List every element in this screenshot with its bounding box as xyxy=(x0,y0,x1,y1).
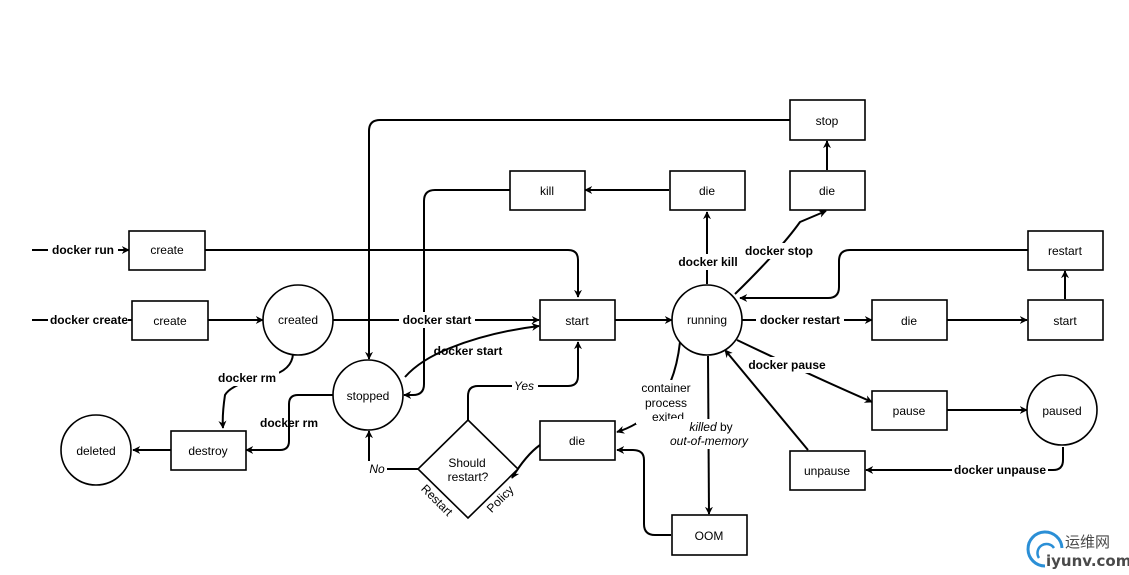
label-bg xyxy=(512,378,538,394)
label-docker-restart: docker restart xyxy=(760,313,840,327)
label-bg xyxy=(367,461,387,477)
node-die-exit: die xyxy=(539,420,616,461)
edge-oom-die xyxy=(616,446,671,536)
node-die-restart: die xyxy=(871,299,948,341)
label-docker-start-stopped: docker start xyxy=(434,344,503,358)
node-destroy: destroy xyxy=(170,430,247,471)
state-created-circle xyxy=(262,284,334,356)
edge-labels: docker run docker create docker start do… xyxy=(50,243,1048,519)
state-paused-circle xyxy=(1026,374,1098,446)
node-start-main: start xyxy=(539,299,616,341)
node-create-create: create xyxy=(131,300,209,341)
state-running-circle xyxy=(671,284,743,356)
node-oom: OOM xyxy=(671,514,748,556)
label-docker-run: docker run xyxy=(52,243,114,257)
decision-line2: restart? xyxy=(448,470,489,484)
node-create-create-label: create xyxy=(153,314,187,328)
label-docker-kill: docker kill xyxy=(678,255,737,269)
state-running-label: running xyxy=(687,313,727,327)
node-kill: kill xyxy=(509,170,586,211)
state-deleted-label: deleted xyxy=(76,444,115,458)
label-container-exit-1: container xyxy=(641,381,690,395)
node-unpause-label: unpause xyxy=(804,464,850,478)
state-stopped-circle xyxy=(332,359,404,431)
node-die-exit-label: die xyxy=(569,434,585,448)
node-die-kill-label: die xyxy=(699,184,715,198)
node-unpause: unpause xyxy=(789,450,866,491)
node-decision-should-restart: Should restart? xyxy=(416,418,520,520)
label-bg xyxy=(952,462,1048,478)
node-die-stop-label: die xyxy=(819,184,835,198)
node-kill-label: kill xyxy=(540,184,554,198)
label-bg xyxy=(215,370,279,386)
watermark-logo-icon xyxy=(1026,530,1064,568)
state-deleted-circle xyxy=(60,414,132,486)
state-running: running xyxy=(671,284,743,356)
node-die-stop: die xyxy=(789,170,866,211)
node-restart-label: restart xyxy=(1048,244,1083,258)
watermark: 运维网 iyunv.com xyxy=(1026,530,1129,570)
label-bg xyxy=(399,312,475,328)
state-created: created xyxy=(262,284,334,356)
label-bg xyxy=(636,380,696,424)
node-start-restart-label: start xyxy=(1053,314,1077,328)
edge-die-decision xyxy=(511,444,541,479)
node-stop: stop xyxy=(789,99,866,141)
label-docker-rm-stopped: docker rm xyxy=(260,416,318,430)
node-pause: pause xyxy=(871,390,948,431)
nodes: create create start kill die die stop r xyxy=(60,99,1104,556)
label-bg xyxy=(674,254,742,270)
state-paused: paused xyxy=(1026,374,1098,446)
label-container-exit-2: process xyxy=(645,396,687,410)
edge-restart-running xyxy=(739,249,1028,302)
node-create-run-label: create xyxy=(150,243,184,257)
node-start-main-label: start xyxy=(565,314,589,328)
node-oom-label: OOM xyxy=(695,529,724,543)
state-paused-label: paused xyxy=(1042,404,1081,418)
label-no: No xyxy=(369,462,385,476)
node-die-restart-label: die xyxy=(901,314,917,328)
state-stopped-label: stopped xyxy=(347,389,390,403)
label-docker-start-top: docker start xyxy=(403,313,472,327)
label-bg xyxy=(756,312,844,328)
watermark-cn: 运维网 xyxy=(1065,533,1110,551)
edge-kill-stopped xyxy=(403,189,510,399)
decision-line1: Should xyxy=(448,456,485,470)
label-docker-create: docker create xyxy=(50,313,128,327)
node-destroy-label: destroy xyxy=(188,444,227,458)
state-deleted: deleted xyxy=(60,414,132,486)
edge-stop-stopped xyxy=(365,119,790,360)
watermark-url: iyunv.com xyxy=(1046,552,1129,570)
label-oom-line1: killed by xyxy=(689,420,732,434)
state-stopped: stopped xyxy=(332,359,404,431)
state-created-label: created xyxy=(278,313,318,327)
edge-create-start xyxy=(205,249,582,298)
node-restart: restart xyxy=(1027,230,1104,271)
label-docker-stop: docker stop xyxy=(745,244,813,258)
label-bg xyxy=(746,357,828,373)
label-docker-pause: docker pause xyxy=(748,358,826,372)
label-bg xyxy=(742,243,816,259)
node-stop-label: stop xyxy=(816,114,839,128)
node-pause-label: pause xyxy=(893,404,926,418)
label-oom-line2: out-of-memory xyxy=(670,434,749,448)
edge-stopped-destroy xyxy=(245,394,334,454)
edge-stopped-start xyxy=(404,322,540,378)
edge-paused-unpause xyxy=(865,447,1064,474)
node-die-kill: die xyxy=(669,170,746,211)
node-create-run: create xyxy=(128,230,206,271)
label-bg xyxy=(668,419,750,449)
node-start-restart: start xyxy=(1027,299,1104,341)
edges xyxy=(32,119,1069,536)
label-docker-unpause: docker unpause xyxy=(954,463,1046,477)
edge-unpause-running xyxy=(724,349,809,451)
label-yes: Yes xyxy=(514,379,534,393)
label-docker-rm-created: docker rm xyxy=(218,371,276,385)
